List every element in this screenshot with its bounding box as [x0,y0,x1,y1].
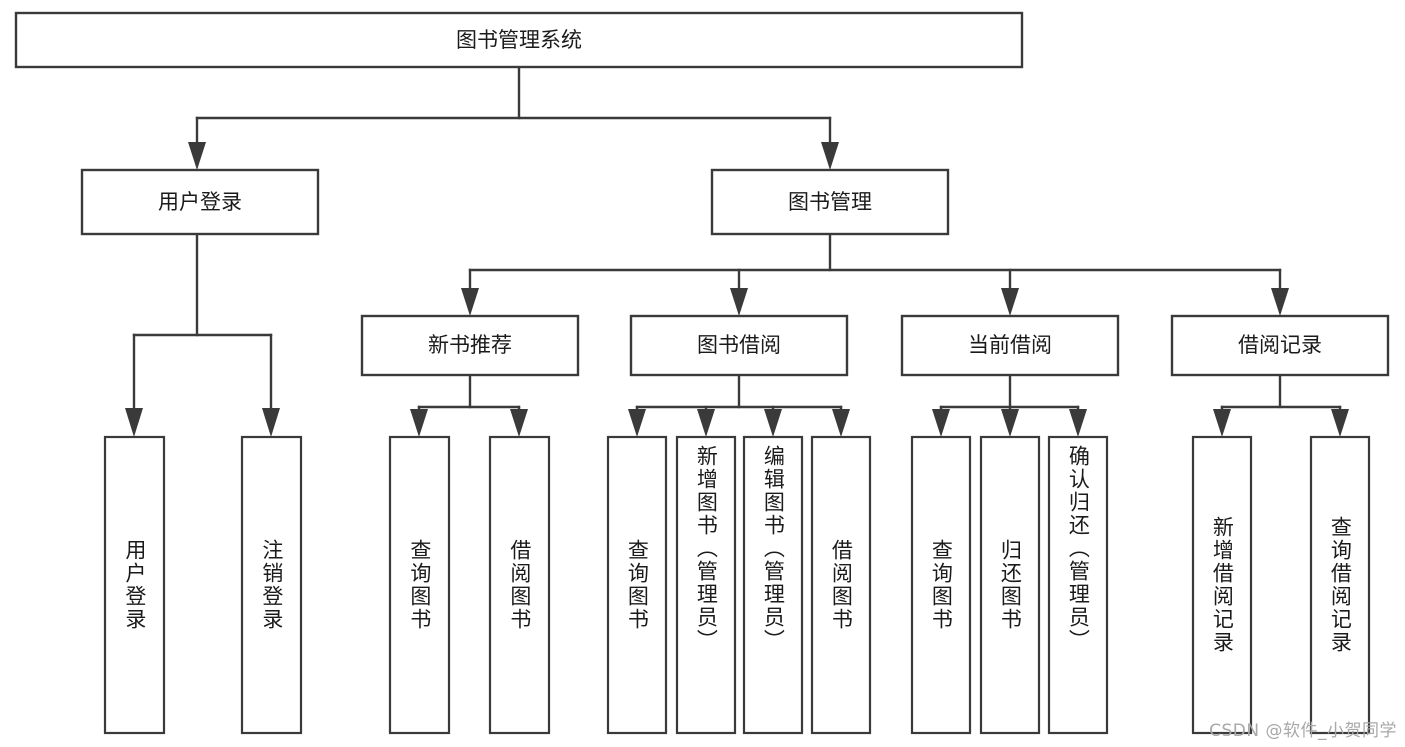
leaf-box-borrow-records-1[interactable] [1191,435,1253,735]
node-book-borrow-box[interactable] [629,314,849,377]
leaf-box-book-borrow-3[interactable] [742,435,804,735]
arrow-head-nb-leaf-1 [410,409,428,437]
node-book-management-label: 图书管理 [788,190,872,214]
csdn-watermark: CSDN @软件_小贺同学 [1209,721,1397,741]
node-root-label: 图书管理系统 [456,28,582,52]
leaf-box-book-borrow-4[interactable] [810,435,872,735]
leaf-box-current-borrow-3[interactable] [1047,435,1109,735]
arrow-head-bb-leaf-4 [832,409,850,437]
leaf-box-book-borrow-2[interactable] [675,435,737,735]
node-current-borrow[interactable]: 当前借阅 [900,314,1120,377]
connector-group-root [188,65,839,170]
node-book-borrow[interactable]: 图书借阅 [629,314,849,377]
node-book-management-box[interactable] [710,168,950,236]
node-borrow-records-box[interactable] [1170,314,1390,377]
node-current-borrow-label: 当前借阅 [968,333,1052,357]
arrow-head-cb-leaf-1 [932,409,950,437]
arrow-head-cb-leaf-3 [1069,409,1087,437]
arrow-head-user-login [188,142,206,170]
arrow-head-nb-leaf-2 [510,409,528,437]
arrow-head-leaf-user-login [125,408,143,437]
arrow-head-book-borrow [730,288,748,316]
connector-group-new-book [410,373,528,437]
arrow-head-new-book [461,288,479,316]
node-user-login-label: 用户登录 [158,190,242,214]
node-book-borrow-label: 图书借阅 [697,333,781,357]
node-current-borrow-box[interactable] [900,314,1120,377]
arrow-head-borrow-records [1271,288,1289,316]
arrow-head-bb-leaf-1 [628,409,646,437]
leaf-box-borrow-records-2[interactable] [1309,435,1371,735]
node-root[interactable]: 图书管理系统 [14,11,1024,69]
leaf-box-new-book-2[interactable] [488,435,551,735]
arrow-head-book-mgmt [821,142,839,170]
node-new-book-recommend-label: 新书推荐 [428,333,512,357]
node-book-management[interactable]: 图书管理 [710,168,950,236]
node-user-login[interactable]: 用户登录 [80,168,320,236]
arrow-head-current-borrow [1001,288,1019,316]
leaf-boxes [103,435,1371,735]
node-new-book-recommend[interactable]: 新书推荐 [360,314,580,377]
leaf-box-new-book-1[interactable] [388,435,451,735]
leaf-box-book-borrow-1[interactable] [606,435,668,735]
node-new-book-recommend-box[interactable] [360,314,580,377]
arrow-head-leaf-logout [262,408,280,437]
node-root-box[interactable] [14,11,1024,69]
node-borrow-records[interactable]: 借阅记录 [1170,314,1390,377]
node-user-login-box[interactable] [80,168,320,236]
leaf-box-current-borrow-1[interactable] [910,435,972,735]
arrow-head-br-leaf-2 [1331,409,1349,437]
arrow-head-cb-leaf-2 [1001,409,1019,437]
leaf-box-user-login-2[interactable] [240,435,303,735]
connector-group-book-borrow [628,373,850,437]
arrow-head-br-leaf-1 [1213,409,1231,437]
connector-group-current-borrow [932,373,1087,437]
connector-group-book-mgmt [461,232,1289,316]
node-borrow-records-label: 借阅记录 [1238,333,1322,357]
arrow-head-bb-leaf-2 [697,409,715,437]
connector-group-borrow-records [1213,373,1349,437]
leaf-box-user-login-1[interactable] [103,435,166,735]
leaf-box-current-borrow-2[interactable] [979,435,1041,735]
arrow-head-bb-leaf-3 [764,409,782,437]
connector-group-user-login [125,232,280,437]
